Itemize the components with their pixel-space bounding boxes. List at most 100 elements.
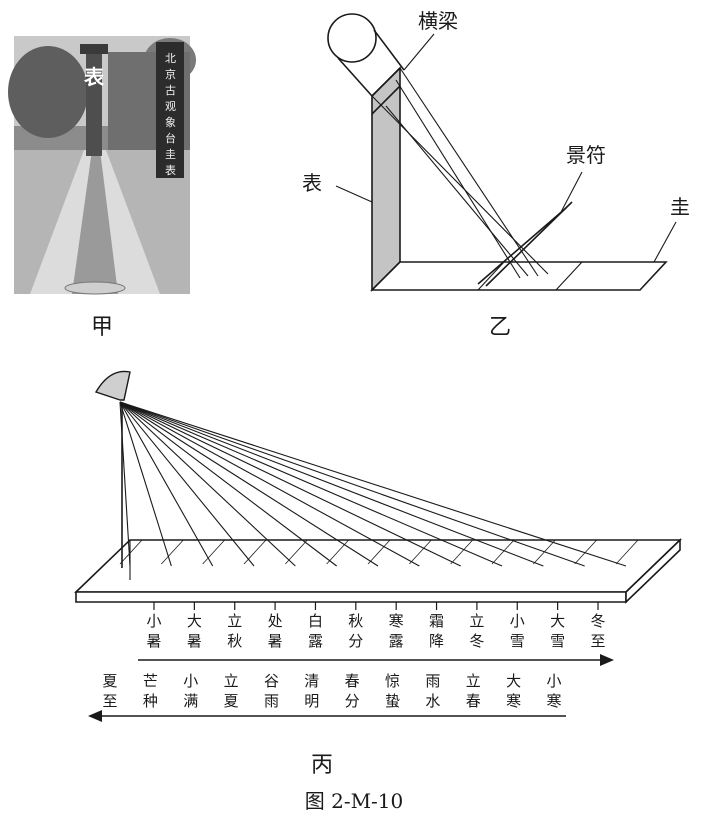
solar-term-char: 小 [146, 612, 161, 630]
label-hengliang: 横梁 [418, 9, 458, 33]
solar-term-char: 谷 [264, 672, 279, 690]
photo-trees-left [8, 46, 88, 138]
gui-slab-side [625, 538, 681, 604]
sun-rays-group [119, 401, 639, 567]
shadow-mark [285, 539, 308, 565]
solar-term-char: 满 [183, 692, 198, 710]
sun-ray-line [119, 401, 585, 567]
solar-term-char: 冬 [590, 612, 605, 630]
photo-sign-char: 表 [164, 163, 177, 176]
arrow-row1-head [600, 654, 614, 666]
solar-term-char: 大 [550, 612, 565, 630]
solar-term-char: 种 [143, 692, 158, 710]
solar-term-char: 分 [345, 692, 360, 710]
term-ticks-group [153, 602, 599, 610]
solar-term-char: 霜 [429, 612, 444, 630]
solar-term-char: 暑 [268, 632, 283, 650]
shadow-mark [161, 539, 184, 565]
solar-term-char: 露 [389, 632, 404, 650]
solar-term-char: 秋 [348, 612, 363, 630]
biao-fan-top [94, 370, 131, 401]
sun-ray-line [119, 401, 214, 567]
shadow-mark [119, 539, 143, 565]
solar-term-char: 大 [506, 672, 521, 690]
gui-division-2 [555, 261, 583, 291]
photo-sign-char: 京 [164, 67, 177, 80]
panel-b-label: 乙 [489, 315, 511, 340]
leader-jingfu [559, 171, 583, 215]
panel-a-photo: 北京古观象台圭表 表 [8, 36, 196, 295]
photo-sign-char: 观 [164, 100, 177, 111]
solar-term-char: 夏 [102, 672, 117, 690]
label-biao: 表 [302, 171, 322, 195]
shadow-mark [615, 539, 639, 565]
solar-term-char: 白 [308, 612, 323, 630]
photo-biao-top [80, 44, 108, 54]
leader-gui [653, 221, 677, 263]
label-jingfu: 景符 [566, 143, 606, 167]
solar-term-char: 雨 [264, 692, 279, 710]
shadow-mark [409, 539, 432, 565]
photo-gui-groove [72, 150, 118, 294]
shadow-mark [450, 539, 473, 565]
solar-term-char: 春 [345, 672, 360, 690]
solar-term-char: 处 [268, 612, 283, 630]
panel-b-diagram [327, 13, 677, 292]
shadow-mark [202, 539, 225, 565]
solar-term-char: 至 [590, 632, 605, 650]
light-ray-d [395, 79, 521, 279]
solar-term-char: 分 [348, 632, 363, 650]
solar-term-char: 寒 [546, 692, 561, 710]
solar-term-char: 小 [510, 612, 525, 630]
solar-term-char: 至 [102, 692, 117, 710]
sun-ray-upper [337, 57, 373, 97]
solar-term-char: 蛰 [385, 692, 400, 710]
solar-term-char: 明 [304, 692, 319, 710]
sun-ray-lower [373, 29, 405, 71]
leader-hengliang [403, 33, 435, 71]
solar-term-char: 寒 [506, 692, 521, 710]
photo-sign-char: 北 [164, 52, 177, 63]
photo-sign-char: 圭 [164, 148, 177, 159]
solar-term-char: 立 [227, 612, 242, 630]
solar-term-char: 暑 [187, 632, 202, 650]
photo-sign-char: 台 [164, 131, 177, 143]
sun-ray-line [119, 401, 461, 567]
jingfu-plate-b [485, 201, 573, 287]
solar-term-char: 冬 [469, 632, 484, 650]
solar-term-char: 雪 [510, 632, 525, 650]
sun-ray-line [119, 401, 172, 567]
photo-sign-char: 古 [164, 84, 177, 95]
sun-ray-line [119, 401, 627, 567]
jingfu-plate-a [477, 207, 567, 285]
light-ray-c [385, 105, 529, 277]
photo-sign-char: 象 [164, 116, 177, 127]
solar-term-char: 春 [466, 692, 481, 710]
arrow-row2-head [88, 710, 102, 722]
shadow-mark [367, 539, 391, 565]
gui-slab-front [75, 591, 627, 603]
solar-term-char: 立 [466, 672, 481, 690]
sun-ray-line [119, 401, 379, 567]
panel-c-diagram [74, 370, 682, 722]
solar-term-char: 小 [183, 672, 198, 690]
solar-term-char: 夏 [224, 692, 239, 710]
solar-term-char: 惊 [385, 672, 400, 690]
solar-term-char: 大 [187, 612, 202, 630]
sun-circle [327, 13, 377, 63]
beam-bottom [371, 85, 401, 115]
biao-column [371, 66, 401, 292]
solar-term-char: 立 [224, 672, 239, 690]
shadow-mark [326, 539, 349, 565]
solar-term-char: 雨 [425, 672, 440, 690]
photo-base [64, 281, 126, 295]
gui-division-1 [477, 261, 505, 291]
sun-ray-line [119, 401, 131, 567]
solar-term-char: 芒 [143, 672, 158, 690]
photo-signboard [156, 42, 184, 178]
light-ray-b [399, 67, 539, 277]
sun-ray-line [119, 401, 296, 567]
photo-biao-column [86, 48, 102, 156]
shadow-mark [574, 539, 597, 565]
